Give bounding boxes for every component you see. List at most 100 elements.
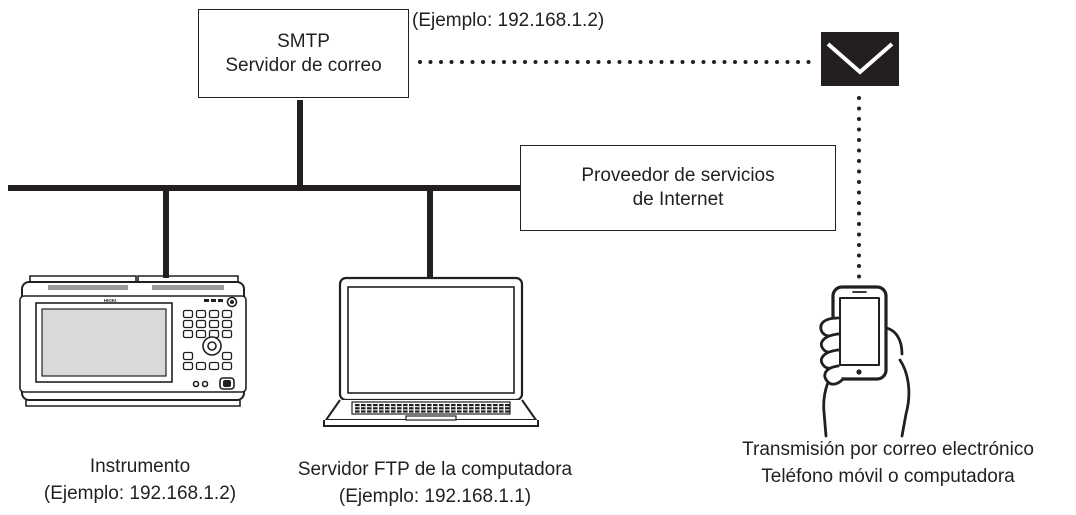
laptop-key [505,404,510,407]
laptop-key [361,404,366,407]
mail-path-dot [628,60,632,64]
laptop-key [427,410,432,413]
instrument-name-label: Instrumento [89,456,191,477]
mail-path-dot [796,60,800,64]
instrument-key [195,309,207,319]
instrument-icon: HIOKI [19,275,247,407]
mail-path-dot [596,60,601,64]
laptop-key [457,404,462,407]
ftp-server-address-label: (Ejemplo: 192.168.1.1) [338,486,532,507]
laptop-key [481,404,486,407]
mail-path-dot [428,60,433,64]
laptop-key [385,410,390,413]
laptop-key [373,404,378,407]
mail-path-dot [439,60,443,64]
laptop-key [385,404,390,407]
laptop-key [451,410,456,413]
instrument-address-label: (Ejemplo: 192.168.1.2) [43,483,237,504]
mail-path-dot [680,60,685,64]
laptop-key [463,410,468,413]
laptop-key [427,407,432,410]
instrument-key [195,329,207,339]
laptop-key [505,407,510,410]
laptop-key [355,410,360,413]
mail-path-dot [806,60,811,64]
mail-path-dot [857,117,861,121]
laptop-key [373,407,378,410]
laptop-key [409,410,414,413]
laptop-key [475,404,480,407]
smtp-server-box: SMTP Servidor de correo [198,9,409,98]
mail-path-dot [491,60,496,64]
mail-path-dot [638,60,643,64]
mail-path-dot [857,232,861,237]
mail-path-dot [857,180,861,184]
laptop-key [433,407,438,410]
laptop-key [487,407,492,410]
mail-path-dot [857,159,861,163]
laptop-key [361,407,366,410]
mail-path-dot [857,106,861,111]
laptop-key [415,407,420,410]
smtp-label: SMTP [277,30,330,52]
instrument-key [208,309,220,319]
laptop-key [379,404,384,407]
mail-path-dot [743,60,748,64]
laptop-key [361,410,366,413]
laptop-key [439,404,444,407]
laptop-key [403,404,408,407]
mail-path-dot [565,60,569,64]
laptop-key [499,407,504,410]
mail-path-dot [481,60,485,64]
mail-path-dot [617,60,622,64]
mail-path-dot [544,60,548,64]
instrument-keypad [182,309,233,371]
laptop-key [403,410,408,413]
mail-path-dot [649,60,653,64]
mail-path-dot [670,60,674,64]
laptop-key [445,410,450,413]
mail-path-dot [857,169,861,174]
laptop-key [409,404,414,407]
instrument-key [208,319,220,329]
laptop-key [457,407,462,410]
mail-path-dot [523,60,527,64]
mail-path-dot [502,60,506,64]
mail-path-dot [449,60,454,64]
mail-path-dot [554,60,559,64]
laptop-key [475,410,480,413]
laptop-key [457,410,462,413]
mail-path-dot [857,190,861,195]
laptop-key [385,407,390,410]
instrument-key [208,361,220,371]
phone-in-hand-icon [819,285,911,438]
laptop-key [391,410,396,413]
laptop-key [421,407,426,410]
laptop-key [391,404,396,407]
mail-path-dot [857,211,861,216]
laptop-key [439,410,444,413]
laptop-key [445,407,450,410]
mail-path-dot [701,60,706,64]
laptop-key [409,407,414,410]
mail-path-dot [659,60,664,64]
mail-path-dot [857,243,861,247]
mail-path-dot [764,60,769,64]
isp-label-line1: Proveedor de servicios [581,165,775,186]
ftp-server-name-label: Servidor FTP de la computadora [297,459,573,480]
mail-path-dot [857,274,861,279]
instrument-key [182,329,194,339]
laptop-key [487,410,492,413]
instrument-key [221,329,233,339]
instrument-brand: HIOKI [104,298,117,303]
laptop-icon [323,276,539,427]
laptop-key [451,404,456,407]
mail-path-dot [857,138,861,142]
mail-path-dot [575,60,580,64]
mail-path-dot [775,60,779,64]
laptop-key [493,410,498,413]
mail-path-dot [857,127,861,132]
laptop-key [475,407,480,410]
laptop-key [397,404,402,407]
instrument-key [221,351,233,361]
